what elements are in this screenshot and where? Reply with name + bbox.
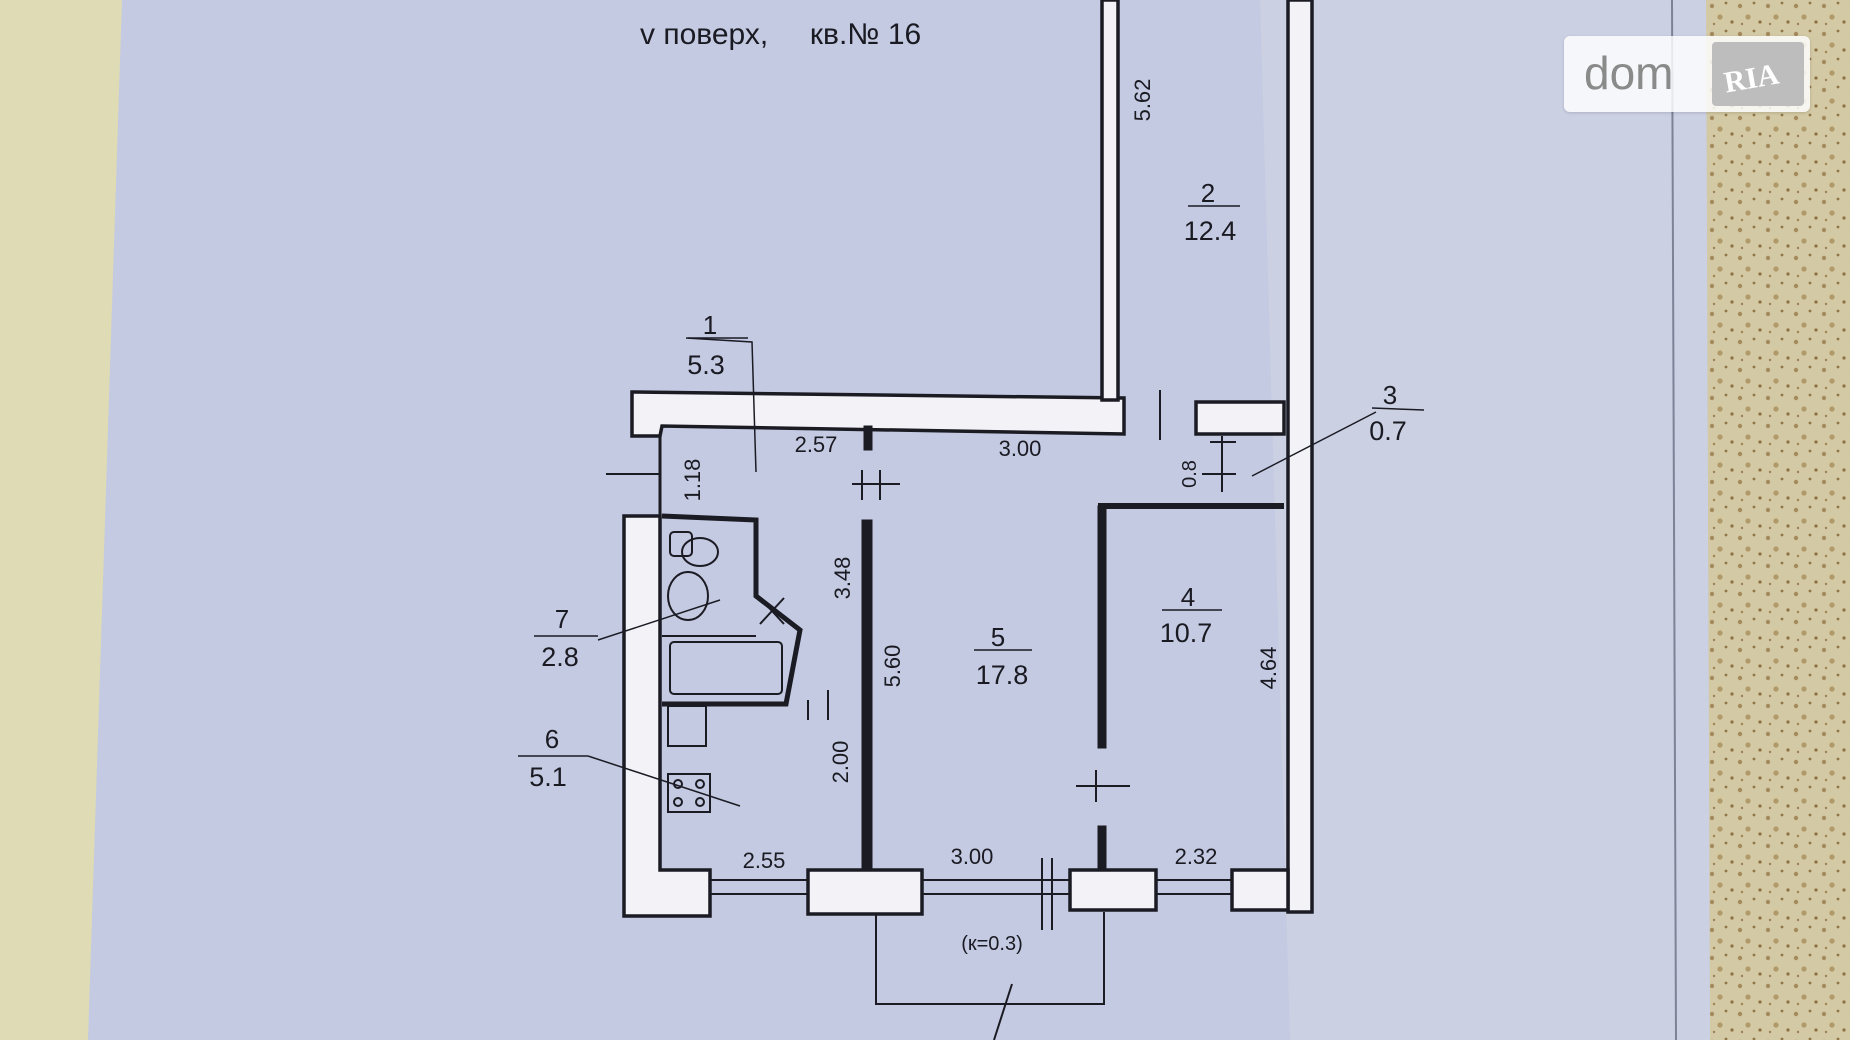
balcony-outline — [875, 912, 1105, 1005]
bottom-wall-piece-1 — [806, 868, 924, 916]
bottom-wall-piece-2 — [1068, 868, 1158, 912]
dim-room2-length: 5.62 — [1130, 79, 1155, 122]
dim-kitchen-width: 2.55 — [743, 848, 786, 873]
dim-kitchen-length: 2.00 — [828, 741, 853, 784]
thin-walls — [658, 425, 1284, 871]
room-2-number: 2 — [1201, 178, 1215, 208]
dim-room5-width-bottom: 3.00 — [951, 844, 994, 869]
room-6-number: 6 — [545, 724, 559, 754]
room2-left-wall — [1100, 0, 1120, 402]
toilet-icon — [681, 537, 719, 567]
room-7-number: 7 — [555, 604, 569, 634]
dim-room5-length: 5.60 — [880, 645, 905, 688]
balcony-coefficient: (к=0.3) — [961, 933, 1023, 955]
plan-header: v поверх, кв.№ 16 — [640, 18, 921, 51]
bathroom-fixtures — [667, 531, 785, 695]
dim-room4-length: 4.64 — [1256, 647, 1281, 690]
room-1-area: 5.3 — [687, 350, 725, 380]
room-2-area: 12.4 — [1184, 216, 1237, 246]
room-6-area: 5.1 — [529, 762, 567, 792]
watermark-brand: dom — [1584, 47, 1674, 99]
dim-room5-width-top: 3.00 — [999, 436, 1042, 461]
dim-hall-width: 2.57 — [795, 432, 838, 457]
partition-wall-5 — [861, 519, 873, 871]
dimension-ticks — [606, 390, 1236, 930]
dim-closet-width: 0.8 — [1179, 460, 1201, 488]
dom-ria-watermark: dom RIA — [1564, 36, 1810, 112]
partition-wall-4 — [1097, 505, 1107, 749]
room-3-number: 3 — [1383, 380, 1397, 410]
bottom-wall-piece-3 — [1230, 868, 1290, 912]
room-3-area: 0.7 — [1369, 416, 1407, 446]
room-5-number: 5 — [991, 622, 1005, 652]
dim-bath-length: 3.48 — [830, 557, 855, 600]
leader-lines — [518, 205, 1425, 807]
top-wall-right — [1194, 400, 1286, 436]
paper-light-area — [1260, 0, 1710, 1040]
ria-logo-icon — [1712, 42, 1804, 106]
kitchen-sink-icon — [667, 705, 707, 747]
dim-hall-depth: 1.18 — [680, 459, 705, 502]
room-5-area: 17.8 — [976, 660, 1029, 690]
paper-frame-line — [1671, 0, 1677, 1040]
room-4-area: 10.7 — [1160, 618, 1213, 648]
bathroom-wall — [661, 513, 803, 707]
bathtub — [669, 641, 783, 695]
dim-room4-width: 2.32 — [1175, 844, 1218, 869]
room-7-area: 2.8 — [541, 642, 579, 672]
stove-icon — [667, 773, 711, 813]
room-4-number: 4 — [1181, 582, 1195, 612]
sink-icon — [667, 571, 709, 621]
kitchen-fixtures — [667, 705, 711, 813]
windows — [710, 879, 1232, 895]
room-1-number: 1 — [703, 310, 717, 340]
